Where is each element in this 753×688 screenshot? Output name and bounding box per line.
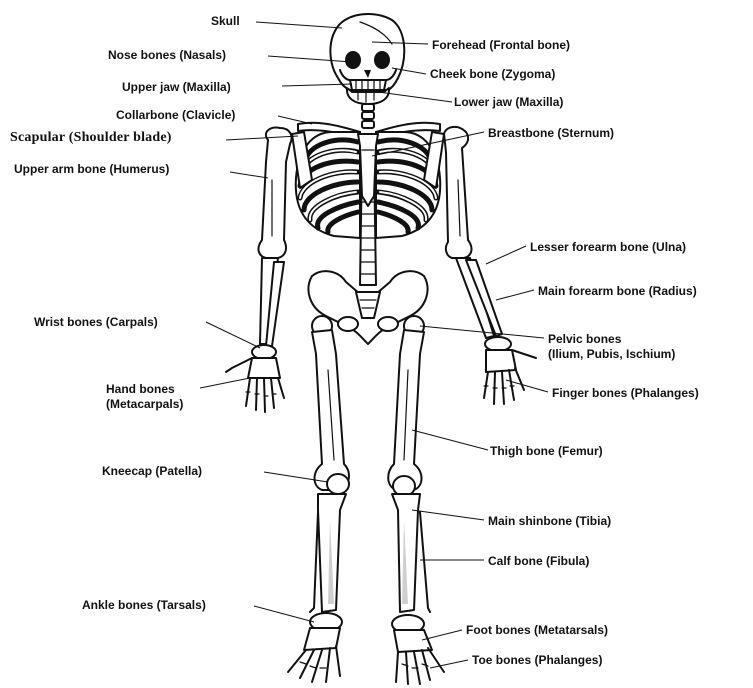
label-kneecap: Kneecap (Patella) [102,464,202,479]
label-thigh-bone: Thigh bone (Femur) [490,444,603,459]
label-foot-bones: Foot bones (Metatarsals) [466,623,608,638]
label-collarbone: Collarbone (Clavicle) [116,108,235,123]
label-finger-bones: Finger bones (Phalanges) [552,386,699,401]
right-leg [388,316,444,684]
label-lesser-forearm-bone: Lesser forearm bone (Ulna) [530,240,686,255]
label-hand-bones: Hand bones (Metacarpals) [106,382,183,412]
sternum-bone [358,134,378,206]
label-nose-bones: Nose bones (Nasals) [108,48,226,63]
label-skull: Skull [211,14,240,29]
left-leg [288,316,349,682]
label-pelvic-bones: Pelvic bones (Ilium, Pubis, Ischium) [548,332,675,362]
label-upper-jaw: Upper jaw (Maxilla) [122,80,231,95]
label-pelvic-bones-line1: Pelvic bones [548,332,675,347]
right-arm [444,127,536,404]
label-upper-arm-bone: Upper arm bone (Humerus) [14,162,169,177]
label-toe-bones: Toe bones (Phalanges) [472,653,602,668]
label-wrist-bones: Wrist bones (Carpals) [34,315,158,330]
label-calf-bone: Calf bone (Fibula) [488,554,589,569]
label-scapula: Scapular (Shoulder blade) [10,130,172,145]
label-main-forearm-bone: Main forearm bone (Radius) [538,284,697,299]
label-cheek-bone: Cheek bone (Zygoma) [430,67,555,82]
label-hand-bones-line1: Hand bones [106,382,183,397]
label-forehead: Forehead (Frontal bone) [432,38,570,53]
label-hand-bones-line2: (Metacarpals) [106,397,183,412]
label-ankle-bones: Ankle bones (Tarsals) [82,598,206,613]
label-pelvic-bones-line2: (Ilium, Pubis, Ischium) [548,347,675,362]
label-lower-jaw: Lower jaw (Maxilla) [454,95,563,110]
left-arm [226,128,292,412]
label-main-shinbone: Main shinbone (Tibia) [488,514,611,529]
label-breastbone: Breastbone (Sternum) [488,126,614,141]
